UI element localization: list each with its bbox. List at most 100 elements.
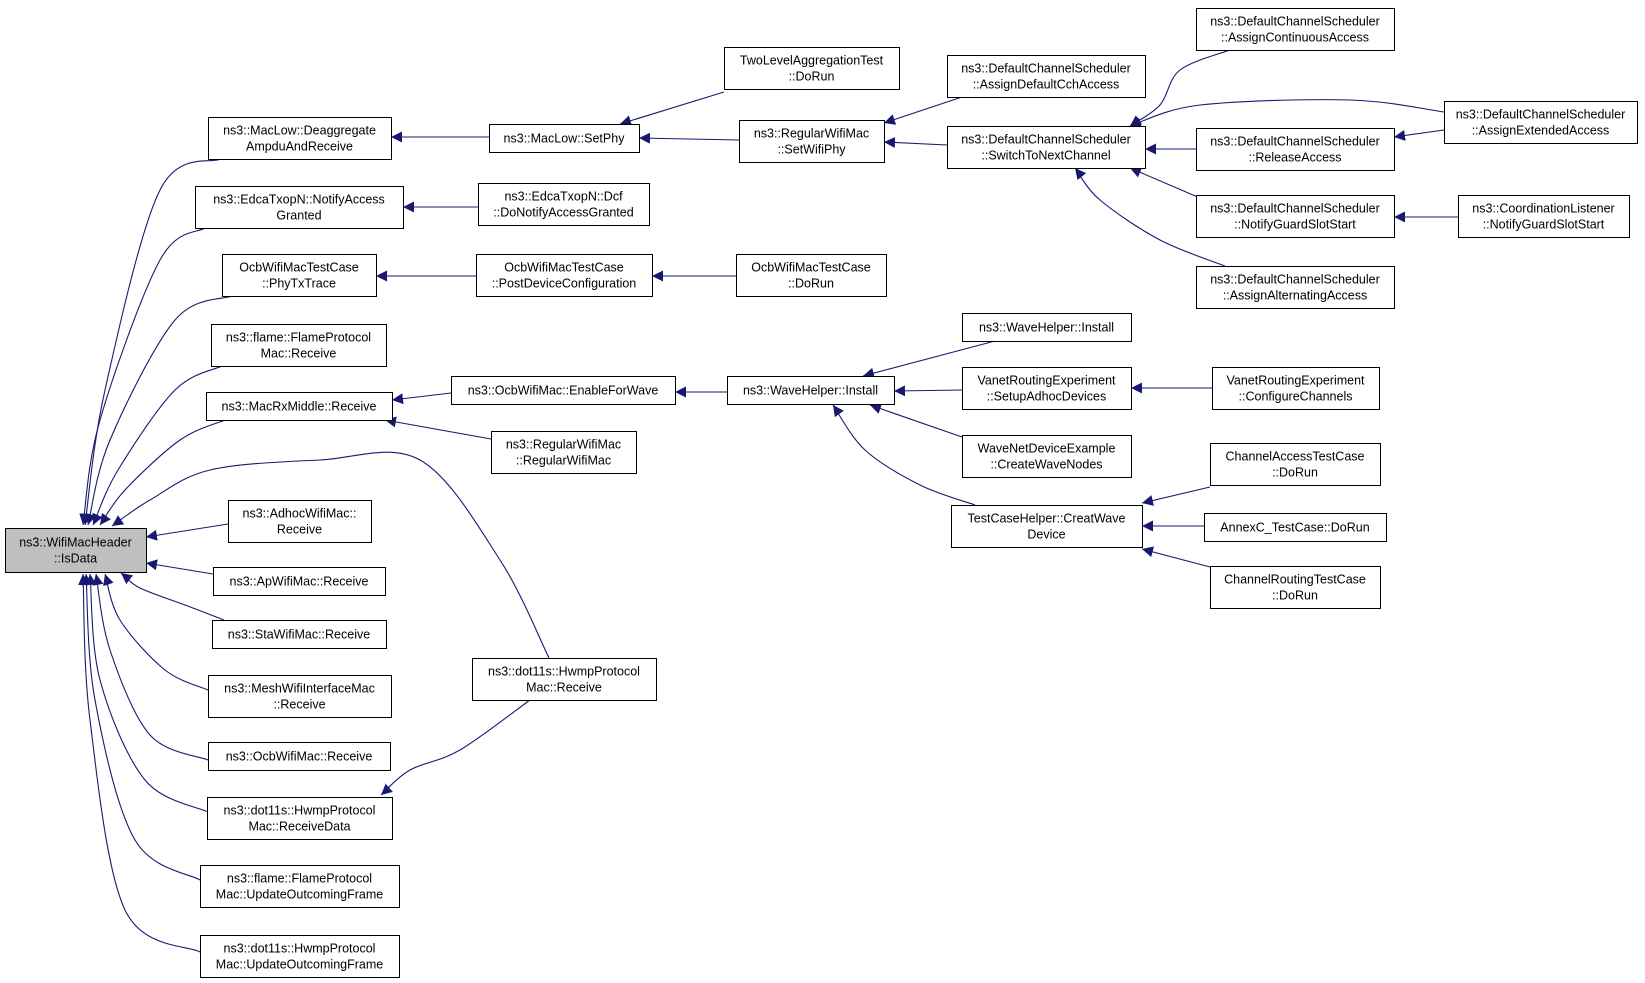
node-label-line: ns3::dot11s::HwmpProtocol	[224, 804, 376, 818]
node-aprecv[interactable]: ns3::ApWifiMac::Receive	[213, 567, 386, 596]
node-annexc[interactable]: AnnexC_TestCase::DoRun	[1204, 513, 1387, 542]
node-box	[489, 124, 640, 153]
node-label-line: WaveNetDeviceExample	[978, 442, 1116, 456]
node-box	[213, 567, 386, 596]
node-label-line: ns3::DefaultChannelScheduler	[1456, 108, 1626, 122]
node-label-line: ns3::EdcaTxopN::NotifyAccess	[213, 193, 385, 207]
edge-assigndefault-to-setwifiphy	[883, 96, 963, 125]
node-dcfnotify[interactable]: ns3::EdcaTxopN::Dcf::DoNotifyAccessGrant…	[478, 183, 650, 226]
node-box	[208, 742, 391, 771]
node-label-line: ::DoNotifyAccessGranted	[493, 206, 633, 220]
nodes-layer: ns3::WifiMacHeader::IsData ns3::MacLow::D…	[5, 8, 1638, 978]
node-waveinstall[interactable]: ns3::WaveHelper::Install	[727, 376, 895, 405]
node-box	[195, 186, 404, 229]
node-label-line: ::RegularWifiMac	[516, 454, 611, 468]
node-assigncontinuous[interactable]: ns3::DefaultChannelScheduler::AssignCont…	[1196, 8, 1395, 51]
node-label-line: Mac::Receive	[526, 681, 602, 695]
edge-hwmprecv-to-hwmprecvdata	[380, 699, 531, 796]
node-configurechannels[interactable]: VanetRoutingExperiment::ConfigureChannel…	[1212, 367, 1380, 410]
node-phytxtrace[interactable]: OcbWifiMacTestCase::PhyTxTrace	[222, 254, 377, 297]
node-coordlistener[interactable]: ns3::CoordinationListener::NotifyGuardSl…	[1458, 195, 1630, 238]
node-box	[947, 55, 1146, 98]
node-label-line: VanetRoutingExperiment	[977, 374, 1116, 388]
node-label-line: ChannelRoutingTestCase	[1224, 573, 1366, 587]
node-hwmprecvdata[interactable]: ns3::dot11s::HwmpProtocolMac::ReceiveDat…	[207, 797, 393, 840]
node-flameupdate[interactable]: ns3::flame::FlameProtocolMac::UpdateOutc…	[200, 865, 400, 908]
node-meshrecv[interactable]: ns3::MeshWifiInterfaceMac::Receive	[208, 675, 392, 718]
node-ocbdorun[interactable]: OcbWifiMacTestCase::DoRun	[736, 254, 887, 297]
node-twolevel[interactable]: TwoLevelAggregationTest::DoRun	[724, 47, 900, 90]
node-label-line: ns3::DefaultChannelScheduler	[1210, 135, 1380, 149]
edge-creatwavedevice-to-waveinstall	[832, 404, 976, 506]
node-channelaccess[interactable]: ChannelAccessTestCase::DoRun	[1210, 443, 1381, 486]
node-label-line: ns3::flame::FlameProtocol	[227, 872, 372, 886]
node-label-line: AmpduAndReceive	[246, 140, 353, 154]
edges-layer	[78, 49, 1458, 953]
node-regularwifimac[interactable]: ns3::RegularWifiMac::RegularWifiMac	[491, 431, 637, 474]
node-macrxmiddle[interactable]: ns3::MacRxMiddle::Receive	[206, 392, 393, 421]
node-setupadhoc[interactable]: VanetRoutingExperiment::SetupAdhocDevice…	[962, 367, 1132, 410]
node-setphy[interactable]: ns3::MacLow::SetPhy	[489, 124, 640, 153]
node-label-line: Mac::UpdateOutcomingFrame	[216, 888, 383, 902]
edge-setupadhoc-to-waveinstall	[893, 385, 963, 397]
node-box	[478, 183, 650, 226]
node-box	[1196, 8, 1395, 51]
node-box	[200, 865, 400, 908]
node-label-line: ::DoRun	[1272, 466, 1318, 480]
node-waveinstall2[interactable]: ns3::WaveHelper::Install	[962, 313, 1132, 342]
node-label-line: Mac::Receive	[261, 347, 337, 361]
node-label-line: ::AssignAlternatingAccess	[1223, 289, 1368, 303]
node-label-line: ns3::dot11s::HwmpProtocol	[224, 942, 376, 956]
node-label-line: ::AssignContinuousAccess	[1221, 31, 1369, 45]
node-ocbrecv[interactable]: ns3::OcbWifiMac::Receive	[208, 742, 391, 771]
edge-waveinstall2-to-waveinstall	[862, 340, 996, 379]
node-notifyguard[interactable]: ns3::DefaultChannelScheduler::NotifyGuar…	[1196, 195, 1395, 238]
node-label-line: ::CreateWaveNodes	[990, 458, 1102, 472]
node-releaseaccess[interactable]: ns3::DefaultChannelScheduler::ReleaseAcc…	[1196, 128, 1395, 171]
edge-aprecv-to-root	[145, 559, 214, 575]
node-assignalternating[interactable]: ns3::DefaultChannelScheduler::AssignAlte…	[1196, 266, 1395, 309]
node-channelrouting[interactable]: ChannelRoutingTestCase::DoRun	[1210, 566, 1381, 609]
node-setwifiphy[interactable]: ns3::RegularWifiMac::SetWifiPhy	[739, 120, 885, 163]
node-starecv[interactable]: ns3::StaWifiMac::Receive	[212, 620, 387, 649]
node-label-line: ns3::WaveHelper::Install	[743, 384, 878, 398]
node-box	[472, 658, 657, 701]
edge-assigncontinuous-to-switchnext	[1129, 49, 1231, 127]
edge-macrxmiddle-to-root	[99, 419, 226, 526]
edge-channelaccess-to-creatwavedevice	[1141, 486, 1211, 506]
node-notifyaccess[interactable]: ns3::EdcaTxopN::NotifyAccessGranted	[195, 186, 404, 229]
node-root[interactable]: ns3::WifiMacHeader::IsData	[5, 528, 147, 573]
node-adhocrecv[interactable]: ns3::AdhocWifiMac::Receive	[228, 500, 372, 543]
node-label-line: ns3::DefaultChannelScheduler	[961, 133, 1131, 147]
node-label-line: ns3::OcbWifiMac::EnableForWave	[468, 384, 659, 398]
node-createwavenodes[interactable]: WaveNetDeviceExample::CreateWaveNodes	[962, 435, 1132, 478]
node-box	[206, 392, 393, 421]
node-postdevice[interactable]: OcbWifiMacTestCase::PostDeviceConfigurat…	[476, 254, 653, 297]
edge-adhocrecv-to-root	[145, 523, 229, 541]
node-box	[451, 376, 676, 405]
node-label-line: Receive	[277, 523, 322, 537]
node-hwmpupdate[interactable]: ns3::dot11s::HwmpProtocolMac::UpdateOutc…	[200, 935, 400, 978]
node-label-line: AnnexC_TestCase::DoRun	[1220, 521, 1369, 535]
node-label-line: ns3::OcbWifiMac::Receive	[226, 750, 373, 764]
node-assigndefault[interactable]: ns3::DefaultChannelScheduler::AssignDefa…	[947, 55, 1146, 98]
node-label-line: OcbWifiMacTestCase	[751, 261, 871, 275]
node-enableforwave[interactable]: ns3::OcbWifiMac::EnableForWave	[451, 376, 676, 405]
node-label-line: ::NotifyGuardSlotStart	[1483, 218, 1605, 232]
node-label-line: ns3::RegularWifiMac	[506, 438, 621, 452]
node-switchnext[interactable]: ns3::DefaultChannelScheduler::SwitchToNe…	[947, 126, 1146, 169]
node-box	[736, 254, 887, 297]
node-box	[1196, 128, 1395, 171]
node-label-line: VanetRoutingExperiment	[1226, 374, 1365, 388]
node-label-line: ::ConfigureChannels	[1239, 390, 1353, 404]
edge-meshrecv-to-root	[103, 573, 209, 691]
node-label-line: ::ReleaseAccess	[1248, 151, 1341, 165]
node-label-line: ns3::WaveHelper::Install	[979, 321, 1114, 335]
edge-setwifiphy-to-setphy	[638, 132, 740, 144]
node-assignextended[interactable]: ns3::DefaultChannelScheduler::AssignExte…	[1444, 101, 1638, 144]
node-box	[1196, 195, 1395, 238]
